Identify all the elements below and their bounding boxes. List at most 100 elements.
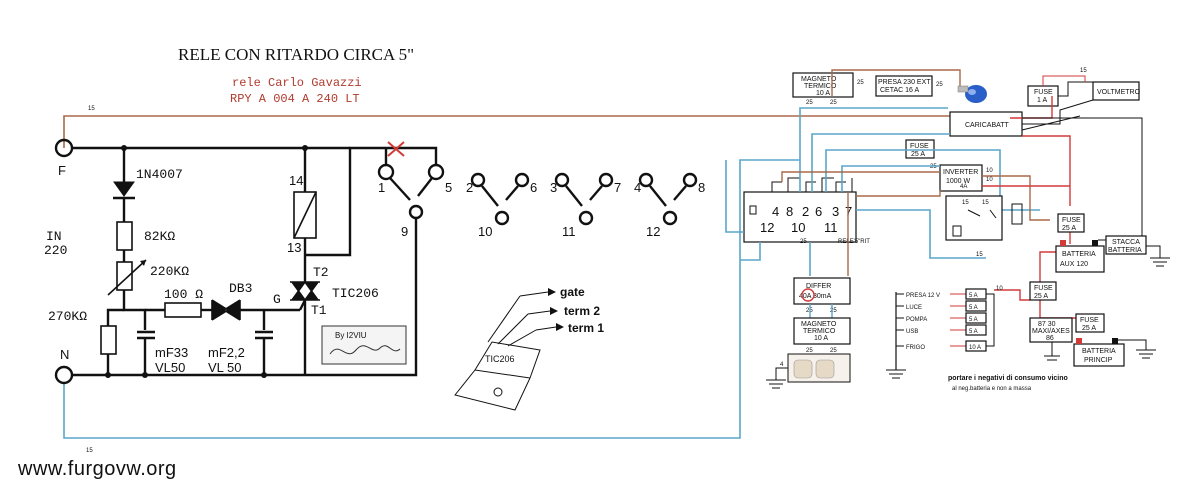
relay-pin-3: 3	[832, 204, 839, 219]
wire-number-bottom: 15	[86, 448, 93, 454]
gate-label: G	[273, 292, 281, 307]
maxi-line2: MAXI/AXES	[1032, 328, 1070, 335]
fuse-25a-top	[905, 139, 935, 159]
wire-label-25h: 25	[830, 308, 837, 314]
load-row-3: USB 5 A	[896, 324, 987, 336]
fuse-25a-low	[1029, 281, 1057, 301]
website-footer: www.furgovw.org	[18, 458, 177, 480]
contact-12: 12	[646, 224, 660, 239]
wire-label-15c: 15	[982, 200, 989, 206]
coil-top-pin: 14	[289, 173, 303, 188]
magneto-bottom-line3: 10 A	[814, 335, 828, 342]
wire-label-25j: 25	[830, 348, 837, 354]
wire-label-15b: 15	[962, 200, 969, 206]
package-label: TIC206	[485, 354, 515, 364]
batteria-aux	[1055, 245, 1105, 273]
ground-icon-princ	[1136, 349, 1156, 359]
maxi-line1: 87 30	[1038, 321, 1056, 328]
blue-wire-bottom	[63, 159, 800, 439]
differ-line2: 40A 30mA	[799, 293, 832, 300]
contact-2: 2	[466, 180, 473, 195]
fuse-right-line1: FUSE	[1080, 317, 1099, 324]
load-3-name: USB	[906, 329, 918, 335]
signature	[329, 345, 401, 355]
ground-icon-socket	[766, 379, 786, 389]
fuse-25a-right	[1075, 313, 1105, 333]
stacca-line2: BATTERIA	[1108, 247, 1142, 254]
pin-gate-label: gate	[560, 285, 585, 299]
batteria-princ-line1: BATTERIA	[1082, 348, 1116, 355]
triac-t1: T1	[311, 303, 327, 318]
wire-label-25d: 25	[936, 82, 943, 88]
magneto-top-line1: MAGNETO	[801, 76, 837, 83]
credit-label: By I2VIU	[335, 331, 367, 340]
diode-label: 1N4007	[136, 167, 183, 182]
contact-group-2: 2 6 10	[466, 172, 537, 239]
diac-db3	[211, 299, 241, 321]
pin-term2-label: term 2	[564, 304, 600, 318]
relay-pin-6: 6	[815, 204, 822, 219]
contact-group-3: 3 7 11	[550, 172, 621, 239]
contact-9: 9	[401, 224, 408, 239]
resistor-82k-label: 82KΩ	[144, 229, 175, 244]
magneto-bottom-line1: MAGNETO	[801, 321, 837, 328]
fuse-top-line2: 25 A	[911, 151, 925, 158]
contact-11: 11	[562, 224, 576, 239]
load-row-2: POMPA 5 A	[896, 312, 987, 324]
resistor-82k	[116, 221, 133, 251]
terminal-f-label: F	[58, 163, 66, 178]
wire-label-25f: 25	[800, 239, 807, 245]
relay-pin-10: 10	[791, 220, 805, 235]
load-1-name: LUCE	[906, 305, 922, 311]
resistor-270k	[100, 325, 117, 355]
ground-icon-maxi	[1044, 355, 1060, 361]
triac-label: TIC206	[332, 286, 379, 301]
relay-block-label: RELE'5"RIT	[838, 239, 870, 245]
cap1-voltage: VL50	[155, 360, 185, 375]
contact-8: 8	[698, 180, 705, 195]
fuse-mid-line2: 25 A	[1062, 225, 1076, 232]
maxi-line3: 86	[1046, 335, 1054, 342]
load-2-amp: 5 A	[969, 317, 978, 323]
input-label-1: IN	[46, 229, 62, 244]
cap1-value: mF33	[155, 345, 188, 360]
ground-icon-stacca	[1150, 257, 1170, 267]
contact-group-1: 1 5 9	[305, 141, 452, 377]
magneto-top-line2: TERMICO	[804, 83, 837, 90]
ground-note-line1: portare i negativi di consumo vicino	[948, 375, 1068, 382]
presa-230-ext	[875, 75, 933, 97]
fuse-1a-line2: 1 A	[1037, 97, 1047, 104]
resistor-270k-label: 270KΩ	[48, 309, 87, 324]
presa-ext-line2: CETAC 16 A	[880, 87, 919, 94]
relay-pin-12: 12	[760, 220, 774, 235]
relay-pin-4: 4	[772, 204, 779, 219]
wire-label-25i: 25	[806, 348, 813, 354]
terminal-n	[54, 365, 74, 385]
load-row-4: FRIGO 10 A	[896, 340, 987, 352]
wire-label-4: 4	[780, 362, 784, 368]
contact-4: 4	[634, 180, 641, 195]
wire-label-10a: 10	[996, 286, 1003, 292]
socket-outlet-2	[815, 359, 835, 379]
triac-tic206	[290, 280, 320, 302]
diode-1n4007	[113, 181, 135, 197]
cap2-value: mF2,2	[208, 345, 245, 360]
voltmetro	[1092, 81, 1140, 101]
wire-label-15d: 15	[976, 252, 983, 258]
contact-10: 10	[478, 224, 492, 239]
credit-stamp	[321, 325, 407, 365]
differential-breaker	[793, 277, 851, 305]
triac-t2: T2	[313, 265, 329, 280]
wire-label-25b: 25	[830, 100, 837, 106]
diagram-title: RELE CON RITARDO CIRCA 5"	[178, 45, 414, 64]
load-4-name: FRIGO	[906, 345, 925, 351]
socket-outlet-1	[793, 359, 813, 379]
fuse-right-line2: 25 A	[1082, 325, 1096, 332]
relay-pin-8: 8	[786, 204, 793, 219]
fuse-low-line1: FUSE	[1034, 285, 1053, 292]
load-0-amp: 5 A	[969, 293, 978, 299]
inverter-line1: INVERTER	[943, 169, 978, 176]
stacca-batteria	[1105, 235, 1147, 255]
batteria-aux-line2: AUX 120	[1060, 261, 1088, 268]
